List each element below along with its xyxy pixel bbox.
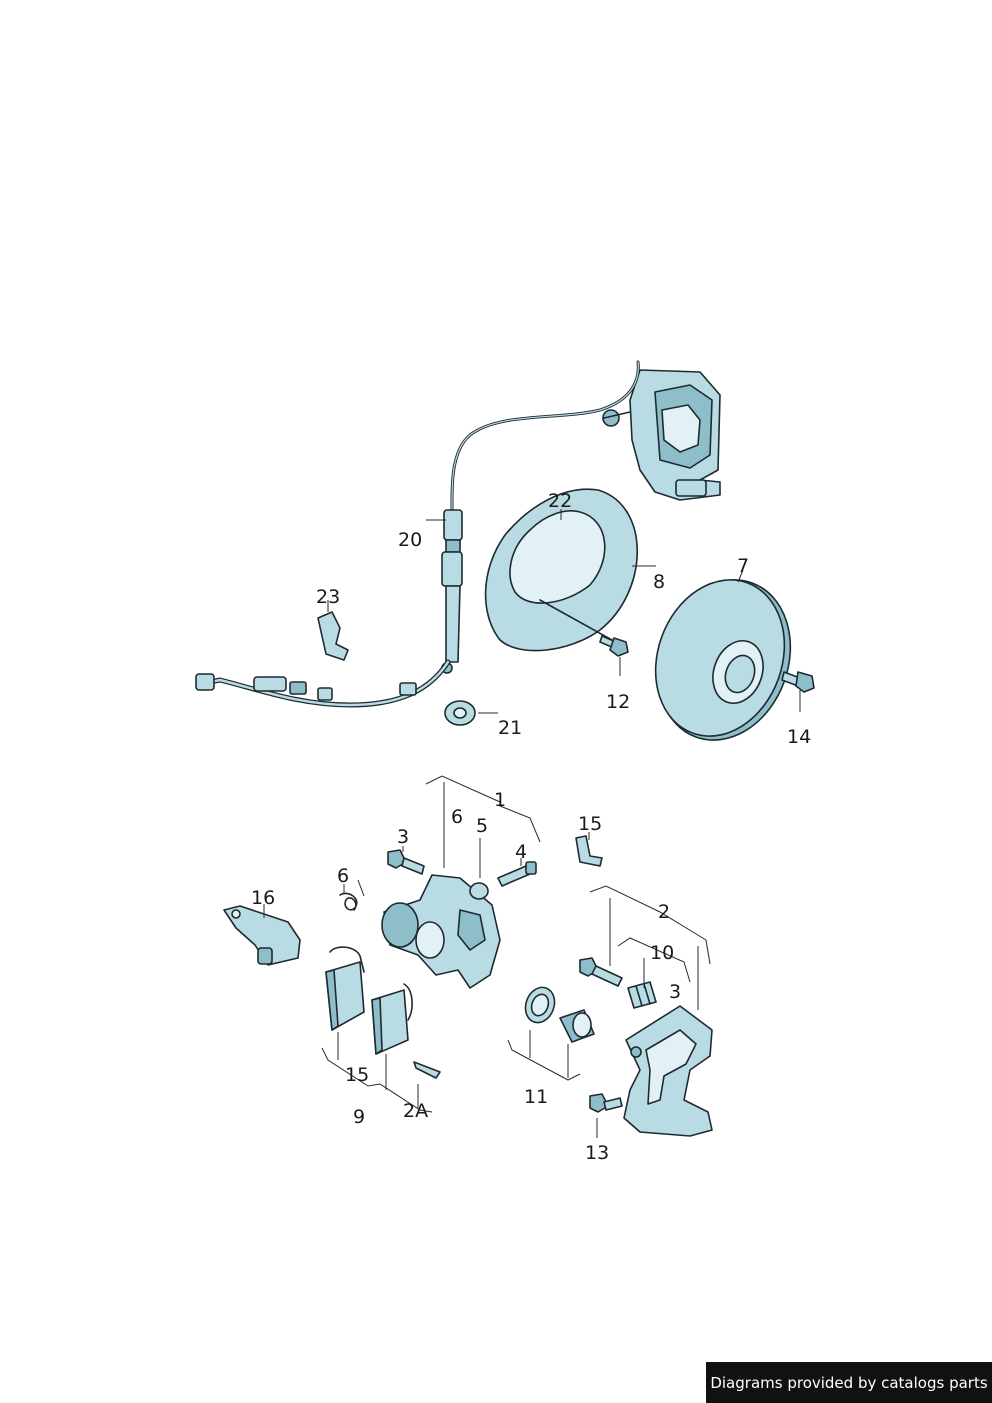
callout-23: 23 [316, 586, 340, 608]
callout-labels: 20 22 8 7 23 12 21 14 1 6 5 3 4 15 6 16 … [251, 490, 811, 1164]
seal-kit-11 [524, 986, 595, 1043]
brake-disc-7 [654, 579, 792, 741]
callout-6-upper: 6 [451, 806, 463, 828]
brake-caliper-upper [602, 369, 721, 501]
leader-lines [263, 509, 801, 1138]
bolt-14 [781, 671, 815, 693]
clip-15 [575, 835, 603, 867]
brake-pad-9-inner [325, 946, 365, 1031]
callout-2A: 2A [403, 1100, 428, 1122]
guide-bolt-3 [387, 849, 425, 875]
callout-6-lower: 6 [337, 865, 349, 887]
spring-6 [339, 892, 358, 911]
callout-12: 12 [606, 691, 630, 713]
guide-pin-2 [579, 957, 623, 987]
bracket-23 [317, 611, 349, 661]
callout-21: 21 [498, 717, 522, 739]
grommet-21 [444, 700, 476, 726]
bushing-10 [627, 981, 657, 1009]
callout-4: 4 [515, 841, 527, 863]
bleeder-screw-4 [497, 861, 537, 887]
callout-3-upper: 3 [397, 826, 409, 848]
callout-20: 20 [398, 529, 422, 551]
callout-2: 2 [658, 901, 670, 923]
callout-15-upper: 15 [578, 813, 602, 835]
dust-cap-5 [469, 882, 489, 900]
callout-15-lower: 15 [345, 1064, 369, 1086]
bolt-12 [599, 635, 629, 657]
callout-13: 13 [585, 1142, 609, 1164]
brake-hose-20 [441, 360, 640, 674]
callout-7: 7 [737, 555, 749, 577]
callout-1: 1 [494, 789, 506, 811]
credit-banner: Diagrams provided by catalogs parts [706, 1362, 992, 1403]
callout-16: 16 [251, 887, 275, 909]
brake-line-21 [195, 659, 451, 708]
caliper-housing-1 [381, 874, 501, 989]
splash-shield-8 [484, 488, 638, 652]
callout-5: 5 [476, 815, 488, 837]
callout-8: 8 [653, 571, 665, 593]
callout-3-lower: 3 [669, 981, 681, 1003]
bolt-13 [589, 1093, 623, 1113]
bracket-16 [223, 905, 301, 966]
callout-22: 22 [548, 490, 572, 512]
callout-11: 11 [524, 1086, 548, 1108]
callout-14: 14 [787, 726, 811, 748]
caliper-carrier [623, 1005, 713, 1137]
callout-10: 10 [650, 942, 674, 964]
brake-pad-9-outer [371, 983, 413, 1055]
callout-9: 9 [353, 1106, 365, 1128]
anti-rattle-clip-2A [413, 1061, 441, 1079]
credit-text: Diagrams provided by catalogs parts [710, 1373, 988, 1392]
